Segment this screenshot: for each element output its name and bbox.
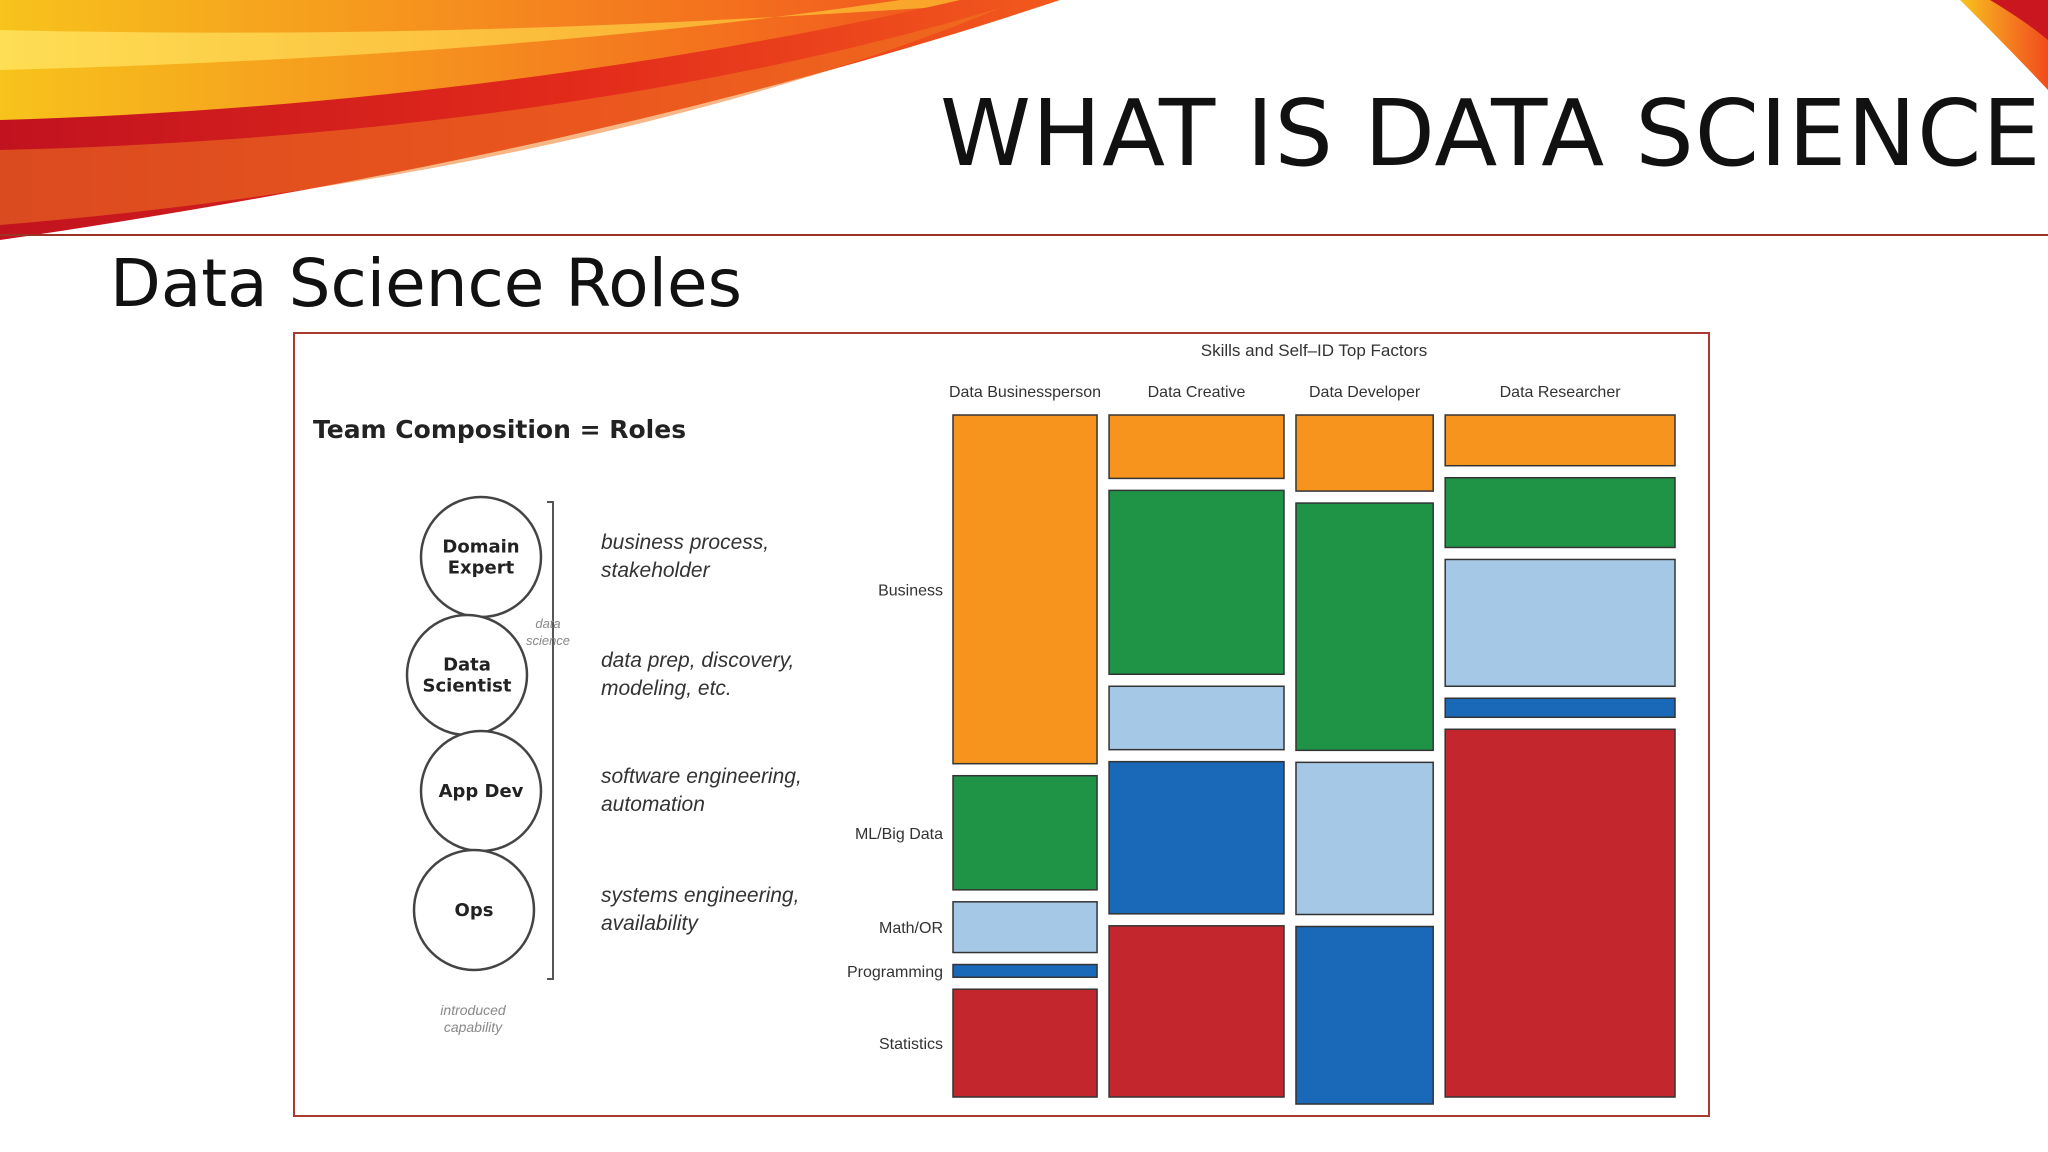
role-description: systems engineering, <box>601 884 799 907</box>
mosaic-cell <box>1444 728 1676 1098</box>
mosaic-cell <box>1295 414 1434 492</box>
mosaic-cell <box>952 774 1098 891</box>
bracket-label: science <box>526 633 570 648</box>
column-label: Data Businessperson <box>949 384 1101 401</box>
mosaic-cell <box>1295 502 1434 752</box>
row-label: Statistics <box>879 1036 943 1053</box>
role-name: Expert <box>448 558 515 579</box>
capability-footnote: introduced <box>440 1002 507 1018</box>
mosaic-cell <box>1444 414 1676 467</box>
column-label: Data Researcher <box>1500 384 1622 401</box>
slide-title: WHAT IS DATA SCIENCE? <box>940 80 2048 187</box>
role-name: Domain <box>442 537 519 558</box>
mosaic-cell <box>1444 697 1676 719</box>
mosaic-cell <box>952 988 1098 1098</box>
mosaic-cell <box>1108 414 1285 480</box>
role-description: availability <box>601 912 699 935</box>
row-label: Business <box>878 582 943 599</box>
role-description: software engineering, <box>601 765 802 788</box>
role-name: App Dev <box>439 781 524 802</box>
slide-subtitle: Data Science Roles <box>110 245 742 322</box>
column-label: Data Developer <box>1309 384 1421 401</box>
role-name: Scientist <box>423 676 512 697</box>
mosaic-cell <box>1108 760 1285 915</box>
mosaic-cell <box>1108 685 1285 751</box>
mosaic-cell <box>1295 761 1434 916</box>
column-label: Data Creative <box>1148 384 1246 401</box>
mosaic-cell <box>952 901 1098 954</box>
role-description: modeling, etc. <box>601 677 732 700</box>
role-description: data prep, discovery, <box>601 649 794 672</box>
role-name: Ops <box>455 900 494 921</box>
title-divider <box>0 234 2048 236</box>
decorative-swoosh-banner <box>0 0 2048 240</box>
chart-title: Skills and Self–ID Top Factors <box>1201 341 1427 360</box>
row-label: Math/OR <box>879 920 943 937</box>
team-composition-heading: Team Composition = Roles <box>313 415 686 444</box>
mosaic-cell <box>952 963 1098 978</box>
role-name: Data <box>443 655 491 676</box>
role-description: business process, <box>601 531 769 554</box>
role-description: automation <box>601 793 705 816</box>
mosaic-cell <box>1108 489 1285 676</box>
row-label: Programming <box>847 964 943 981</box>
mosaic-cell <box>1444 476 1676 549</box>
capability-footnote: capability <box>444 1019 503 1035</box>
bracket-label: data <box>535 616 560 631</box>
role-circle <box>412 848 536 972</box>
mosaic-cell <box>1295 925 1434 1105</box>
mosaic-cell <box>1444 558 1676 688</box>
mosaic-cell <box>952 414 1098 765</box>
role-description: stakeholder <box>601 559 711 582</box>
mosaic-cell <box>1108 925 1285 1098</box>
row-label: ML/Big Data <box>855 826 943 843</box>
role-bracket <box>547 501 554 980</box>
